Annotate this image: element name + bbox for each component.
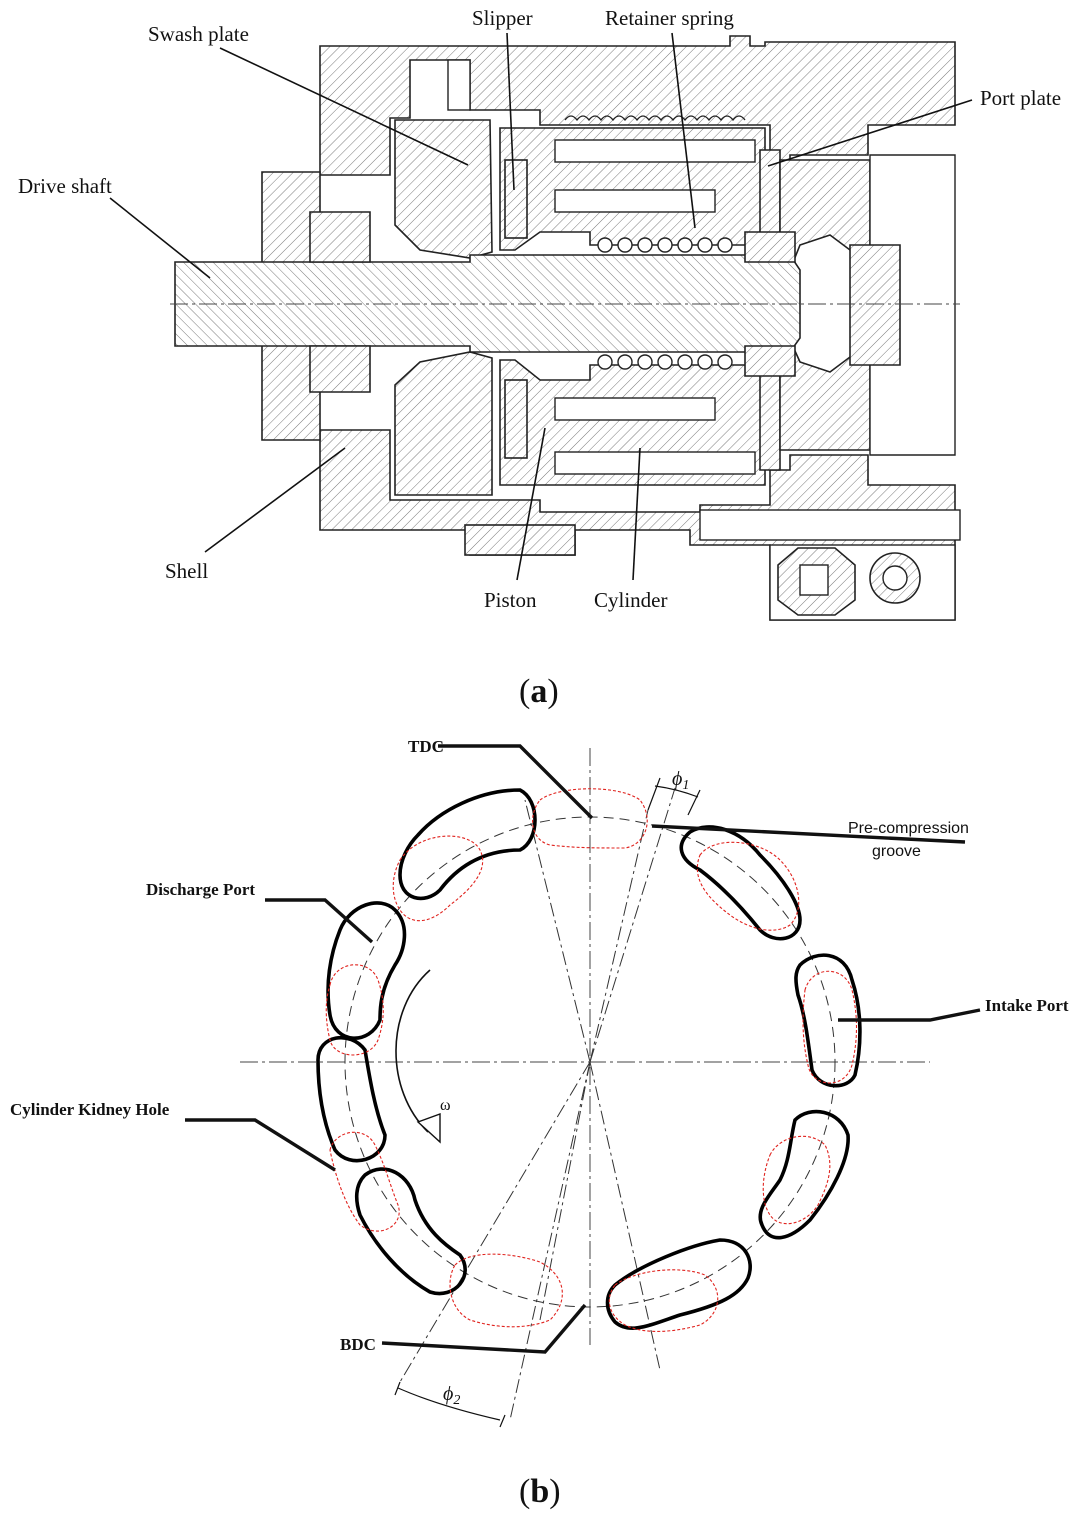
bottom-fitting: [464, 524, 576, 556]
bottom-channel: [699, 509, 961, 541]
piston-bore-lower: [554, 451, 756, 475]
spring-coils-top: [564, 115, 746, 122]
rear-bearing-upper: [744, 231, 796, 263]
label-drive-shaft: Drive shaft: [18, 174, 112, 198]
leader-drive-shaft: [109, 197, 211, 279]
slipper-lower: [504, 379, 528, 459]
front-bearing-upper: [309, 211, 371, 263]
leader-slipper: [506, 32, 515, 191]
label-slipper: Slipper: [472, 6, 533, 30]
label-retainer-spring: Retainer spring: [605, 6, 734, 30]
swash-plate-upper: [394, 119, 493, 259]
kidney-ports: [316, 788, 862, 1330]
bolt-top: [447, 59, 471, 111]
phi1-dimension: [647, 777, 701, 816]
label-bdc: BDC: [340, 1335, 376, 1354]
label-pre-compression-1: Pre-compression: [848, 820, 969, 837]
leader-pre-compression: [651, 824, 966, 844]
label-phi2: ϕ2: [443, 1383, 460, 1408]
leader-piston: [516, 427, 546, 581]
leader-shell: [204, 447, 346, 553]
leader-bdc: [381, 1303, 587, 1354]
leader-cylinder: [632, 447, 641, 581]
label-phi1: ϕ1: [672, 768, 689, 793]
label-discharge-port: Discharge Port: [146, 880, 255, 899]
rear-bearing-lower: [744, 345, 796, 377]
label-cylinder-kidney-hole: Cylinder Kidney Hole: [10, 1100, 170, 1119]
leader-retainer-spring: [671, 32, 696, 229]
leader-port-plate: [767, 99, 973, 167]
leader-discharge-port: [265, 898, 374, 944]
label-port-plate: Port plate: [980, 86, 1061, 110]
construction-lines: [399, 787, 676, 1421]
pump-cross-section: [170, 35, 961, 621]
leader-tdc: [438, 744, 594, 820]
cylinder-kidney-holes: [325, 788, 857, 1332]
label-shell: Shell: [165, 559, 208, 583]
label-swash-plate: Swash plate: [148, 22, 249, 46]
leader-swash-plate: [219, 47, 469, 166]
panel-b-leaders: [185, 744, 981, 1354]
label-intake-port: Intake Port: [985, 996, 1069, 1015]
slipper-upper: [504, 159, 528, 239]
piston-bore-upper: [554, 139, 756, 163]
plug-fittings: [769, 544, 956, 621]
label-cylinder: Cylinder: [594, 588, 668, 612]
leader-intake-port: [838, 1008, 981, 1022]
label-pre-compression-2: groove: [872, 843, 921, 860]
rotation-arc: [395, 969, 431, 1133]
phi2-dimension: [394, 1381, 506, 1428]
label-omega: ω: [440, 1097, 451, 1114]
retainer-spring-lower: [597, 354, 733, 370]
front-bearing-lower: [309, 345, 371, 393]
rotation-arrow-icon: [416, 1113, 441, 1144]
rear-bearing: [849, 244, 901, 366]
piston-rod-lower: [554, 397, 716, 421]
panel-a-leaders: [109, 32, 973, 581]
retainer-spring-upper: [597, 237, 733, 253]
label-tdc: TDC: [408, 737, 444, 756]
label-piston: Piston: [484, 588, 537, 612]
piston-rod-upper: [554, 189, 716, 213]
caption-a: (a): [519, 673, 559, 710]
swash-plate-lower: [394, 351, 493, 496]
caption-b: (b): [519, 1473, 561, 1510]
port-plate-diagram: [240, 748, 930, 1428]
leader-cylinder-kidney-hole: [185, 1118, 336, 1172]
drive-shaft: [174, 254, 801, 353]
